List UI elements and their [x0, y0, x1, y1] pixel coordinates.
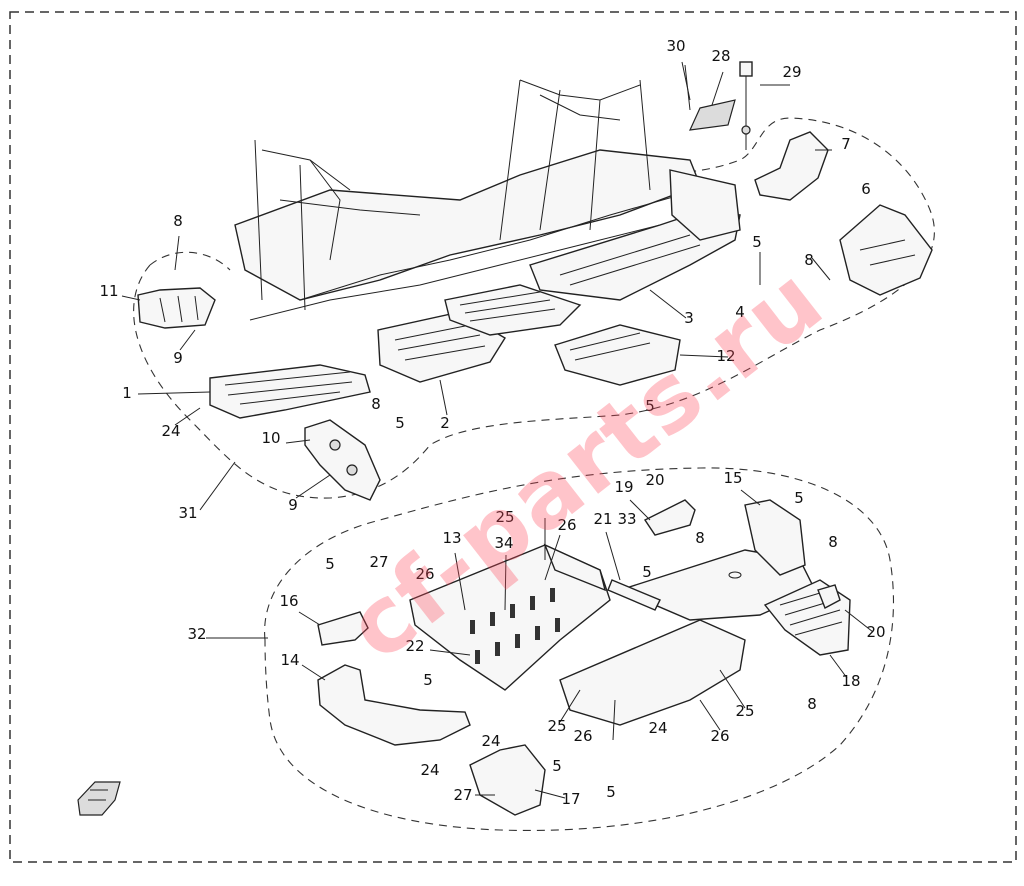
part-6-skid	[839, 204, 933, 296]
callout-c7: 7	[841, 135, 851, 153]
vehicle-frame	[234, 79, 701, 321]
part-21-bar	[607, 579, 661, 611]
part-11-bracket	[137, 287, 216, 329]
callout-c21: 21	[593, 510, 612, 528]
parts-28-29-30-hardware	[684, 61, 753, 150]
callout-c26b: 26	[415, 565, 434, 583]
part-25-lower-plate	[559, 619, 746, 726]
callout-c33: 33	[617, 510, 636, 528]
group-outline-32	[264, 467, 894, 832]
callout-c9b: 9	[288, 496, 298, 514]
callout-c27a: 27	[369, 553, 388, 571]
center-slotted-plate	[444, 284, 582, 336]
callout-c34: 34	[494, 534, 513, 552]
part-17-bracket	[469, 744, 546, 816]
callout-c8b: 8	[804, 251, 814, 269]
callout-c2: 2	[440, 414, 450, 432]
callout-c26d: 26	[710, 727, 729, 745]
callout-c5b: 5	[395, 414, 405, 432]
callout-c5i: 5	[606, 783, 616, 801]
callout-c30: 30	[666, 37, 685, 55]
callout-c29: 29	[782, 63, 801, 81]
part-14-front-skid-plate	[317, 664, 471, 746]
callout-c26c: 26	[573, 727, 592, 745]
part-15-rear-skid-plate	[618, 499, 816, 621]
callout-c19: 19	[614, 478, 633, 496]
callout-c5g: 5	[423, 671, 433, 689]
callout-c6: 6	[861, 180, 871, 198]
callout-c26a: 26	[557, 516, 576, 534]
part-10-guard	[304, 419, 381, 501]
part-16-plate	[317, 611, 369, 646]
callout-c24a: 24	[161, 422, 180, 440]
front-direction-arrow-icon	[77, 781, 121, 816]
callout-c18: 18	[841, 672, 860, 690]
callout-c24d: 24	[648, 719, 667, 737]
callout-c1: 1	[122, 384, 132, 402]
callout-c27b: 27	[453, 786, 472, 804]
callout-c5e: 5	[325, 555, 335, 573]
callout-c5h: 5	[552, 757, 562, 775]
callout-c24c: 24	[420, 761, 439, 779]
callout-c22: 22	[405, 637, 424, 655]
callout-c25a: 25	[495, 508, 514, 526]
callout-c28: 28	[711, 47, 730, 65]
callout-c25b: 25	[547, 717, 566, 735]
callout-c10: 10	[261, 429, 280, 447]
callout-c14: 14	[280, 651, 299, 669]
callout-c3: 3	[684, 309, 694, 327]
part-12-plate	[554, 324, 681, 386]
callout-c16: 16	[279, 592, 298, 610]
part-3-right-floorboard	[529, 169, 741, 301]
callout-c8c: 8	[371, 395, 381, 413]
callout-c5d: 5	[794, 489, 804, 507]
callout-c8e: 8	[828, 533, 838, 551]
callout-c17: 17	[561, 790, 580, 808]
callout-c20b: 20	[866, 623, 885, 641]
callout-c4: 4	[735, 303, 745, 321]
callout-c12: 12	[716, 347, 735, 365]
callout-c8d: 8	[695, 529, 705, 547]
leader-lines	[121, 61, 874, 799]
callout-c8a: 8	[173, 212, 183, 230]
callout-c24b: 24	[481, 732, 500, 750]
callout-c5f: 5	[642, 563, 652, 581]
diagram-frame	[9, 11, 1017, 863]
callout-c11: 11	[99, 282, 118, 300]
callout-c5c: 5	[645, 397, 655, 415]
part-7-guard	[754, 131, 829, 201]
callout-c8f: 8	[807, 695, 817, 713]
callout-c13: 13	[442, 529, 461, 547]
part-19-20-brackets	[643, 499, 841, 609]
group-outline-31-left	[149, 251, 231, 271]
callout-c9a: 9	[173, 349, 183, 367]
part-13-center-skid-plate	[409, 543, 611, 691]
callout-c32: 32	[187, 625, 206, 643]
callout-c5a: 5	[752, 233, 762, 251]
callout-c31: 31	[178, 504, 197, 522]
callout-c20a: 20	[645, 471, 664, 489]
callout-c15: 15	[723, 469, 742, 487]
callout-c25c: 25	[735, 702, 754, 720]
part-1-left-floorboard	[209, 364, 371, 419]
